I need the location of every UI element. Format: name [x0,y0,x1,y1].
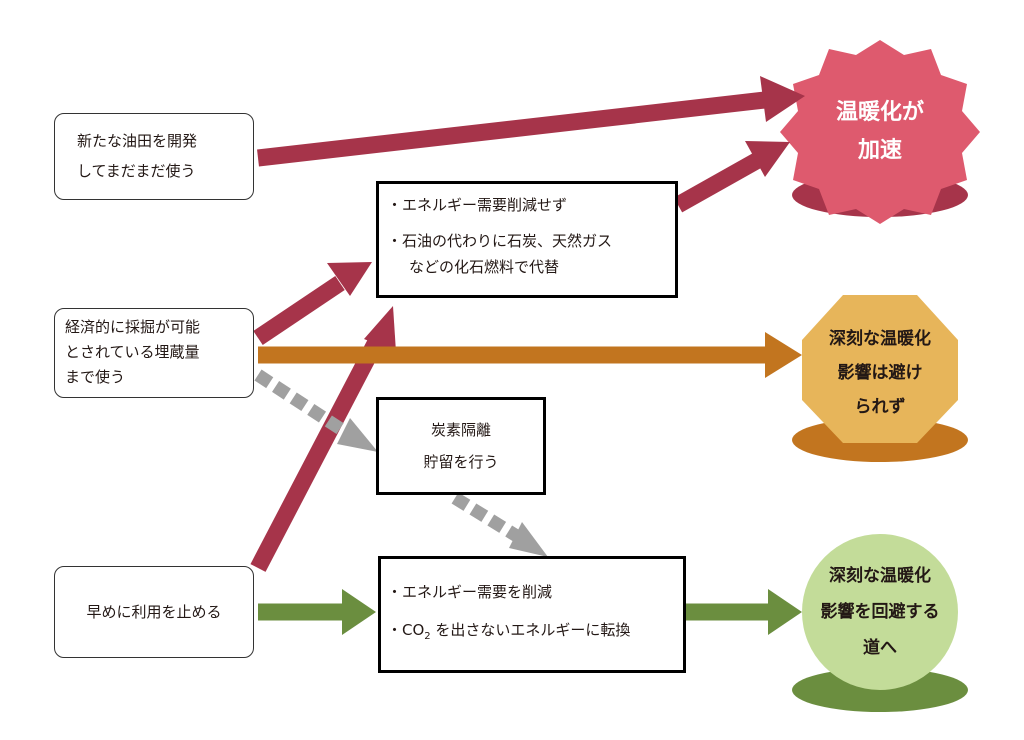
action-ccs-box: 炭素隔離 貯留を行う [376,397,546,495]
input-reserves-box: 経済的に採掘が可能 とされている埋蔵量 まで使う [54,308,254,398]
unavoidable-octagon [802,295,958,443]
outcome-avoid-line1: 深刻な温暖化 [829,566,931,586]
action-no-reduction-bullet2-line1: ・石油の代わりに石炭、天然ガス [387,232,613,250]
outcome-unavoidable-line3: られず [854,397,906,417]
arrow-early-to-no-reduction [250,306,396,572]
avoid-circle [802,534,958,690]
action-ccs-line1: 炭素隔離 [430,421,491,439]
outcome-avoid-line3: 道へ [863,638,897,658]
input-new-oil-box: 新たな油田を開発 してまだまだ使う [54,113,254,200]
outcome-avoid: 深刻な温暖化 影響を回避する 道へ [795,555,965,669]
accelerate-starburst [780,40,980,224]
arrow-transition-to-avoid [685,589,802,635]
arrow-reserves-to-ccs [254,369,378,452]
outcome-accelerate: 温暖化が 加速 [800,82,960,182]
arrow-reserves-to-no-reduction [253,262,372,346]
outcome-avoid-line2: 影響を回避する [820,602,940,622]
outcome-unavoidable: 深刻な温暖化 影響は避け られず [800,318,960,428]
outcome-accelerate-line1: 温暖化が [835,100,924,125]
input-early-stop-box: 早めに利用を止める [54,566,254,658]
input-new-oil-line2: してまだまだ使う [77,162,196,180]
action-transition-box: ・エネルギー需要を削減 ・CO2 を出さないエネルギーに転換 [378,556,686,673]
action-transition-bullet1: ・エネルギー需要を削減 [387,583,553,601]
outcome-unavoidable-line1: 深刻な温暖化 [829,329,931,349]
arrow-ccs-to-transition [451,492,548,557]
arrow-new-oil-to-accelerate [257,76,805,167]
input-new-oil-line1: 新たな油田を開発 [77,132,198,150]
action-transition-bullet2-suffix: を出さないエネルギーに転換 [430,621,631,639]
outcome-accelerate-line2: 加速 [857,138,902,163]
arrow-early-to-transition [258,589,376,635]
action-no-reduction-bullet1: ・エネルギー需要削減せず [387,196,568,214]
action-transition-bullet2-sub: 2 [424,631,431,642]
input-reserves-line1: 経済的に採掘が可能 [65,318,201,336]
input-early-stop-label: 早めに利用を止める [86,603,222,621]
action-transition-bullet2-prefix: ・CO [387,621,425,639]
input-reserves-line2: とされている埋蔵量 [65,343,200,361]
action-no-reduction-bullet2-line2: などの化石燃料で代替 [409,258,560,276]
input-reserves-line3: まで使う [65,368,126,386]
outcome-unavoidable-line2: 影響は避け [837,363,923,383]
action-ccs-line2: 貯留を行う [423,453,499,471]
action-no-reduction-box: ・エネルギー需要削減せず ・石油の代わりに石炭、天然ガス などの化石燃料で代替 [376,181,678,298]
action-transition-bullet2: ・CO2 を出さないエネルギーに転換 [387,611,677,656]
arrow-no-reduction-to-accelerate [673,141,790,213]
arrow-reserves-to-unavoidable [258,332,802,378]
